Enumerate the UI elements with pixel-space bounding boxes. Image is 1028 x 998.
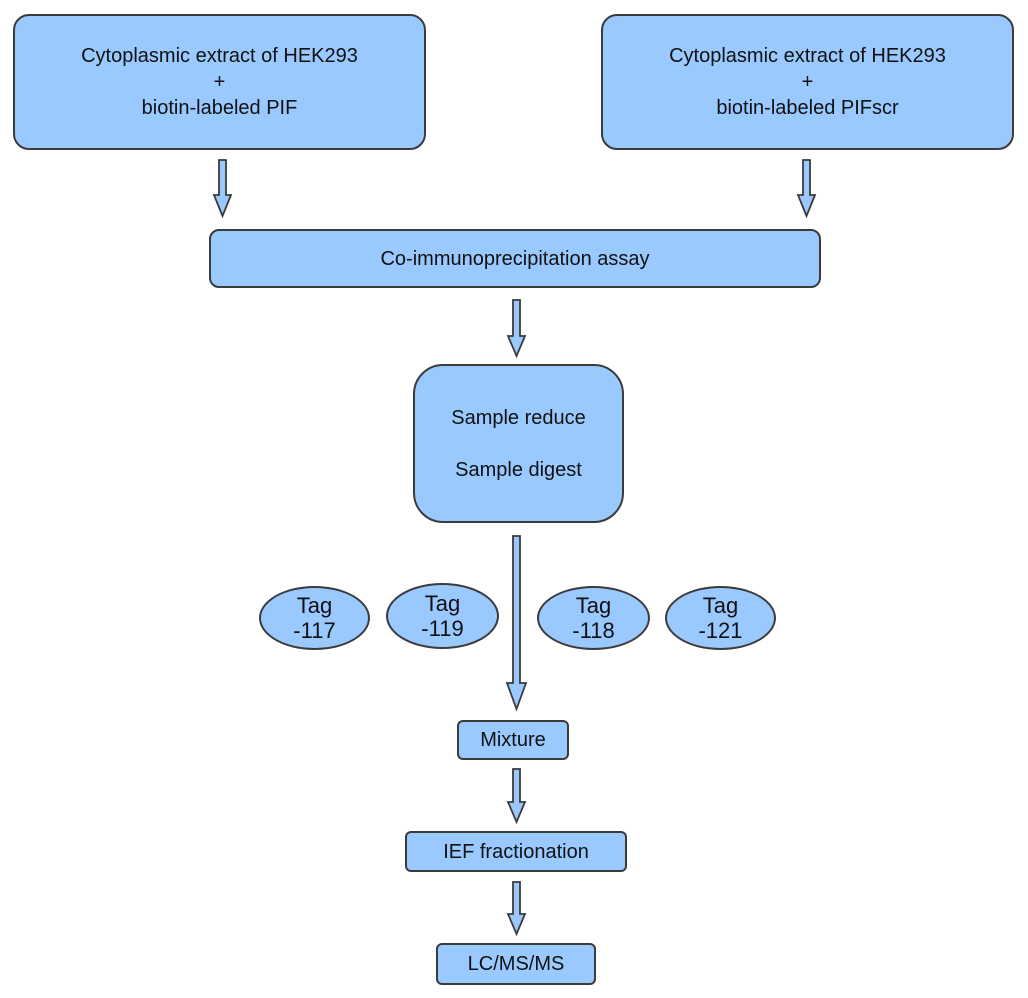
sample-box: Sample reduce Sample digest <box>413 364 624 523</box>
tag-label: Tag <box>702 592 739 618</box>
tag-oval-119: Tag -119 <box>386 583 499 649</box>
ief-label: IEF fractionation <box>443 840 589 863</box>
left-input-line1: Cytoplasmic extract of HEK293 <box>81 45 358 67</box>
right-input-line1: Cytoplasmic extract of HEK293 <box>669 45 946 67</box>
left-input-plus: + <box>213 71 226 93</box>
tag-number: -119 <box>421 616 464 641</box>
tag-oval-117: Tag -117 <box>259 586 370 650</box>
tag-number: -118 <box>572 618 615 643</box>
arrow-left-input-to-coip <box>212 159 233 219</box>
mixture-label: Mixture <box>480 729 546 751</box>
mixture-box: Mixture <box>457 720 569 760</box>
coip-box: Co-immunoprecipitation assay <box>209 229 821 288</box>
tag-number: -121 <box>698 618 743 643</box>
tag-label: Tag <box>424 590 461 616</box>
right-input-line3: biotin-labeled PIFscr <box>716 97 899 119</box>
tag-oval-121: Tag -121 <box>665 586 776 650</box>
tag-label: Tag <box>575 592 612 618</box>
tag-number: -117 <box>293 618 336 643</box>
arrow-right-input-to-coip <box>796 159 817 219</box>
tag-oval-118: Tag -118 <box>537 586 650 650</box>
sample-line1: Sample reduce <box>451 406 586 429</box>
left-input-line3: biotin-labeled PIF <box>141 97 298 119</box>
arrow-mixture-to-ief <box>506 768 527 825</box>
sample-line2: Sample digest <box>455 458 582 481</box>
arrow-ief-to-lcms <box>506 881 527 937</box>
right-input-plus: + <box>801 71 814 93</box>
lcms-box: LC/MS/MS <box>436 943 596 985</box>
arrow-sample-to-mixture <box>505 535 528 712</box>
left-input-box: Cytoplasmic extract of HEK293 + biotin-l… <box>13 14 426 150</box>
arrow-coip-to-sample <box>506 299 527 359</box>
lcms-label: LC/MS/MS <box>467 953 565 975</box>
right-input-box: Cytoplasmic extract of HEK293 + biotin-l… <box>601 14 1014 150</box>
tag-label: Tag <box>296 592 333 618</box>
coip-label: Co-immunoprecipitation assay <box>380 247 650 270</box>
ief-box: IEF fractionation <box>405 831 627 872</box>
